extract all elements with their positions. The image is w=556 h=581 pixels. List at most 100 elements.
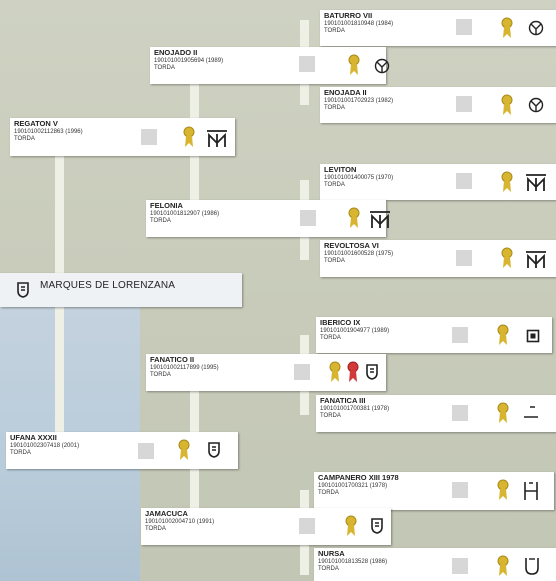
registration-number: 190101002117899 (1995) xyxy=(150,364,219,371)
animal-name: ENOJADO II xyxy=(154,48,198,57)
connector-line xyxy=(190,460,199,510)
pedigree-root-card[interactable]: MARQUES DE LORENZANA xyxy=(0,273,242,307)
registration-number: 190101002307418 (2001) xyxy=(10,442,80,449)
pedigree-card-jamacuca[interactable]: JAMACUCA 190101002004710 (1991) TORDA xyxy=(141,508,391,545)
gold-medal-icon xyxy=(501,94,513,115)
registration-number: 190101001702923 (1982) xyxy=(324,97,394,104)
registration-number: 190101001812907 (1986) xyxy=(150,210,220,217)
photo-placeholder xyxy=(452,405,468,421)
gold-medal-icon xyxy=(501,17,513,38)
gold-medal-icon xyxy=(501,171,513,192)
connector-line xyxy=(300,180,309,210)
photo-placeholder xyxy=(299,518,315,534)
photo-placeholder xyxy=(456,96,472,112)
connector-line xyxy=(190,75,199,130)
animal-name: CAMPANERO XIII 1978 xyxy=(318,473,399,482)
animal-name: UFANA XXXII xyxy=(10,433,57,442)
gold-medal-icon xyxy=(345,515,357,536)
animal-name: LEVITON xyxy=(324,165,357,174)
cattle-brand-icon xyxy=(524,482,538,500)
shield-brand-icon xyxy=(371,518,383,534)
animal-name: JAMACUCA xyxy=(145,509,188,518)
animal-name: REVOLTOSA VI xyxy=(324,241,379,250)
cattle-brand-icon xyxy=(526,329,540,343)
coat-label: TORDA xyxy=(324,181,345,188)
photo-placeholder xyxy=(452,558,468,574)
cattle-brand-icon xyxy=(528,97,544,113)
animal-name: BATURRO VII xyxy=(324,11,373,20)
animal-name: ENOJADA II xyxy=(324,88,367,97)
registration-number: 190101001400075 (1970) xyxy=(324,174,394,181)
animal-name: FELONIA xyxy=(150,201,183,210)
coat-label: TORDA xyxy=(150,217,171,224)
connector-line xyxy=(190,150,199,205)
pedigree-card-enojada-ii[interactable]: ENOJADA II 190101001702923 (1982) TORDA xyxy=(320,87,556,123)
coat-label: TORDA xyxy=(324,257,345,264)
photo-placeholder xyxy=(456,250,472,266)
coat-label: TORDA xyxy=(154,64,175,71)
coat-label: TORDA xyxy=(320,334,341,341)
gold-medal-icon xyxy=(178,439,190,460)
cattle-brand-icon xyxy=(525,558,539,575)
animal-name: NURSA xyxy=(318,549,345,558)
pedigree-card-revoltosa-vi[interactable]: REVOLTOSA VI 190101001600528 (1975) TORD… xyxy=(320,240,556,277)
gold-medal-icon xyxy=(497,555,509,576)
photo-placeholder xyxy=(141,129,157,145)
coat-label: TORDA xyxy=(318,489,339,496)
connector-line xyxy=(300,490,309,520)
pedigree-card-campanero-xiii[interactable]: CAMPANERO XIII 1978 190101001700321 (197… xyxy=(314,472,554,510)
animal-name: FANATICO II xyxy=(150,355,195,364)
registration-number: 190101001905694 (1989) xyxy=(154,57,224,64)
connector-line xyxy=(55,150,64,280)
gold-medal-icon xyxy=(497,479,509,500)
pedigree-card-regaton-v[interactable]: REGATON V 190101002112863 (1996) TORDA xyxy=(10,118,235,156)
cattle-brand-icon xyxy=(207,130,227,147)
registration-number: 190101001810948 (1984) xyxy=(324,20,394,27)
connector-line xyxy=(300,335,309,365)
photo-placeholder xyxy=(456,173,472,189)
photo-placeholder xyxy=(294,364,310,380)
coat-label: TORDA xyxy=(10,449,31,456)
registration-number: 190101002004710 (1991) xyxy=(145,518,215,525)
cattle-brand-icon xyxy=(524,406,538,418)
coat-label: TORDA xyxy=(14,135,35,142)
coat-label: TORDA xyxy=(145,525,166,532)
photo-placeholder xyxy=(300,210,316,226)
gold-medal-icon xyxy=(329,361,341,382)
pedigree-card-iberico-ix[interactable]: IBERICO IX 190101001904977 (1989) TORDA xyxy=(316,317,552,353)
coat-label: TORDA xyxy=(324,104,345,111)
connector-line xyxy=(55,305,64,435)
coat-label: TORDA xyxy=(150,371,171,378)
animal-name: FANATICA III xyxy=(320,396,366,405)
pedigree-card-felonia[interactable]: FELONIA 190101001812907 (1986) TORDA xyxy=(146,200,390,237)
gold-medal-icon xyxy=(183,126,195,147)
animal-name: IBERICO IX xyxy=(320,318,361,327)
pedigree-card-nursa[interactable]: NURSA 190101001813528 (1986) TORDA xyxy=(314,548,556,581)
gold-medal-icon xyxy=(497,402,509,423)
registration-number: 190101001904977 (1989) xyxy=(320,327,390,334)
pedigree-card-ufana-xxxii[interactable]: UFANA XXXII 190101002307418 (2001) TORDA xyxy=(6,432,238,469)
photo-placeholder xyxy=(452,327,468,343)
gold-medal-icon xyxy=(348,54,360,75)
pedigree-card-fanatico-ii[interactable]: FANATICO II 190101002117899 (1995) TORDA xyxy=(146,354,386,391)
shield-brand-icon xyxy=(17,282,29,298)
connector-line xyxy=(190,385,199,440)
coat-label: TORDA xyxy=(320,412,341,419)
registration-number: 190101001700321 (1978) xyxy=(318,482,388,489)
cattle-brand-icon xyxy=(526,174,546,191)
registration-number: 190101001600528 (1975) xyxy=(324,250,394,257)
animal-name: REGATON V xyxy=(14,119,58,128)
connector-line xyxy=(300,385,309,415)
cattle-brand-icon xyxy=(370,211,390,228)
pedigree-card-leviton[interactable]: LEVITON 190101001400075 (1970) TORDA xyxy=(320,164,556,200)
registration-number: 190101002112863 (1996) xyxy=(14,128,83,135)
pedigree-card-enojado-ii[interactable]: ENOJADO II 190101001905694 (1989) TORDA xyxy=(150,47,390,84)
pedigree-card-fanatica-iii[interactable]: FANATICA III 190101001700381 (1978) TORD… xyxy=(316,395,556,432)
pedigree-card-baturro-vii[interactable]: BATURRO VII 190101001810948 (1984) TORDA xyxy=(320,10,556,46)
cattle-brand-icon xyxy=(526,251,546,268)
photo-placeholder xyxy=(299,56,315,72)
gold-medal-icon xyxy=(497,324,509,345)
cattle-brand-icon xyxy=(374,58,390,74)
shield-brand-icon xyxy=(208,442,220,458)
connector-line xyxy=(300,75,309,105)
